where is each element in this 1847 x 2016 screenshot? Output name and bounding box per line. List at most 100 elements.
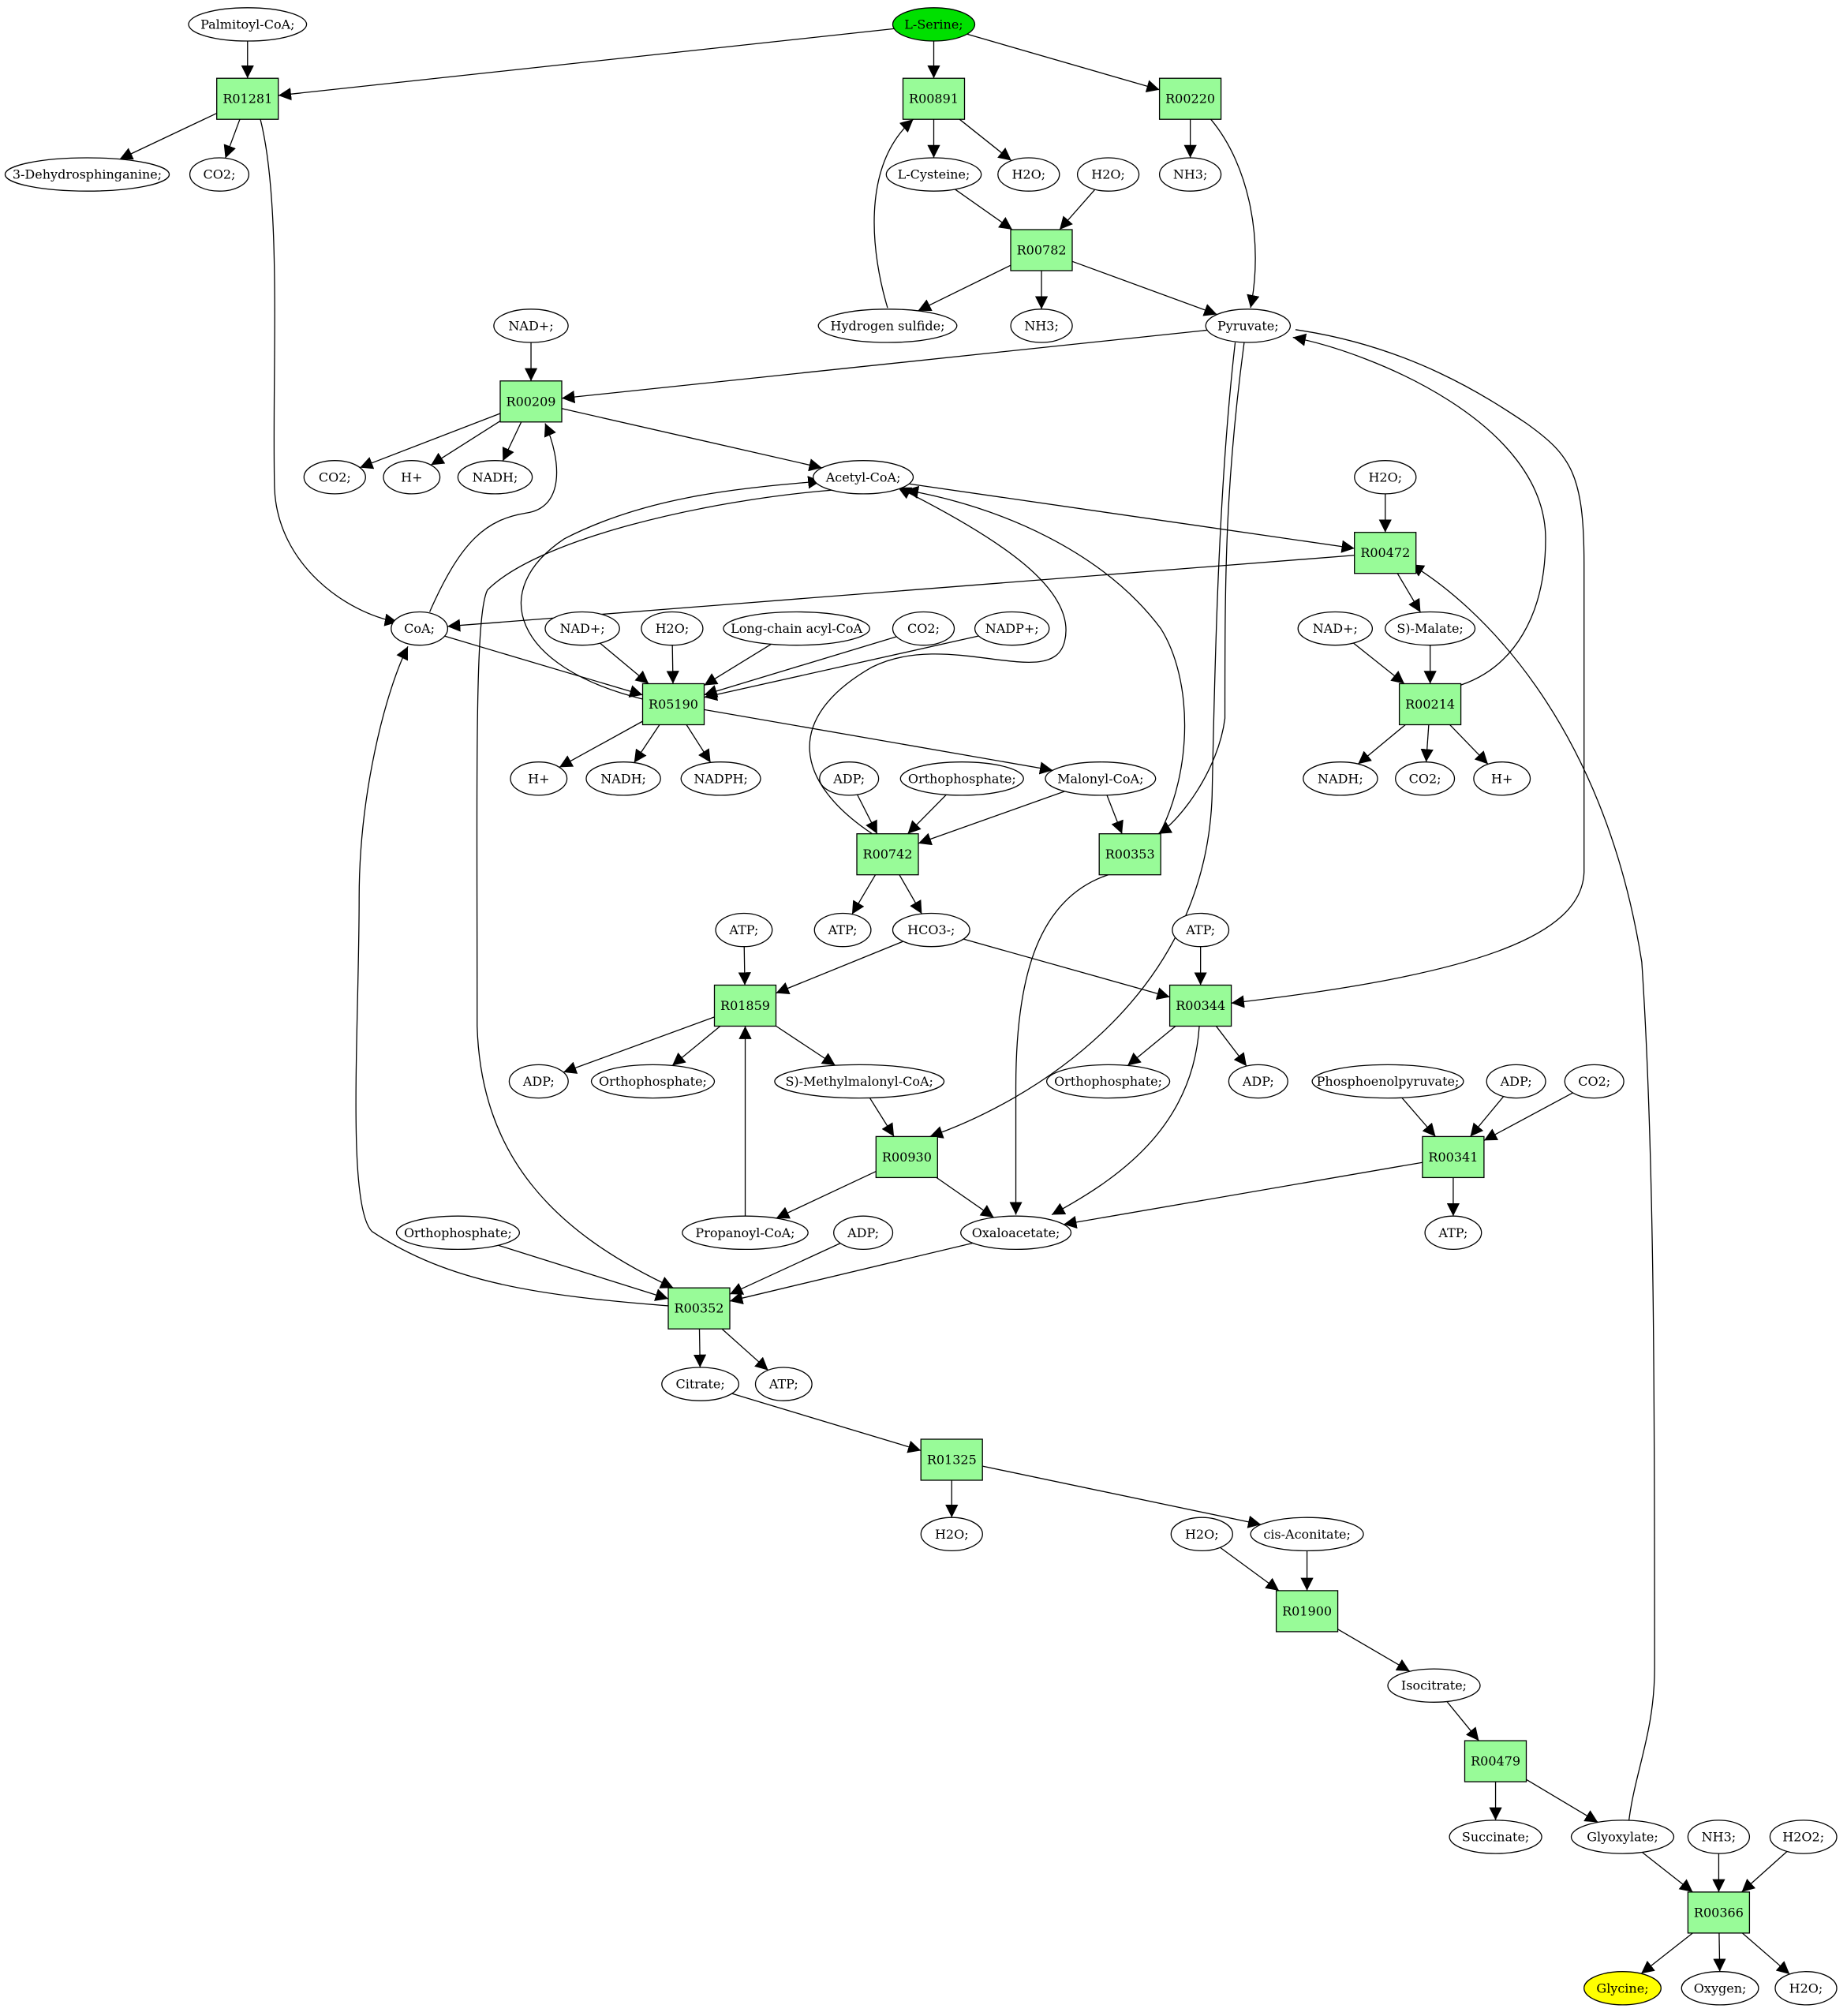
reaction-node-r00344[interactable]: R00344 xyxy=(1168,984,1232,1027)
compound-node-nadh-a[interactable]: NADH; xyxy=(457,460,533,495)
edge-c_acetyl-to-R00472 xyxy=(909,484,1354,553)
compound-node-nh3-b[interactable]: NH3; xyxy=(1010,309,1073,343)
compound-node-co2-e[interactable]: CO2; xyxy=(1564,1064,1625,1099)
compound-node-h2o-f[interactable]: H2O; xyxy=(1170,1517,1233,1552)
compound-node-methylmal[interactable]: S)-Methylmalonyl-CoA; xyxy=(774,1064,945,1099)
compound-node-nad-c[interactable]: NAD+; xyxy=(1297,611,1374,646)
compound-node-ortho-a[interactable]: Orthophosphate; xyxy=(899,761,1024,796)
compound-node-hco3[interactable]: HCO3-; xyxy=(892,912,970,948)
compound-node-oxygen[interactable]: Oxygen; xyxy=(1681,1971,1759,2006)
reaction-node-r00214[interactable]: R00214 xyxy=(1398,683,1462,726)
compound-ellipse xyxy=(885,157,982,192)
reaction-node-r01325[interactable]: R01325 xyxy=(920,1438,983,1481)
compound-node-h2o-g[interactable]: H2O; xyxy=(1774,1971,1838,2006)
reaction-box xyxy=(1687,1891,1751,1934)
reaction-node-r01859[interactable]: R01859 xyxy=(713,984,777,1027)
compound-node-h2o-a[interactable]: H2O; xyxy=(997,157,1060,192)
compound-node-citrate[interactable]: Citrate; xyxy=(661,1367,740,1401)
compound-node-nadph[interactable]: NADPH; xyxy=(680,761,761,796)
compound-node-nadh-c[interactable]: NADH; xyxy=(1303,761,1378,796)
reaction-node-r01281[interactable]: R01281 xyxy=(216,77,279,120)
compound-node-malonyl[interactable]: Malonyl-CoA; xyxy=(1045,761,1157,796)
compound-node-pep[interactable]: Phosphoenolpyruvate; xyxy=(1311,1064,1464,1099)
compound-node-h2s[interactable]: Hydrogen sulfide; xyxy=(817,309,958,343)
start-compound-node-serine[interactable]: L-Serine; xyxy=(892,7,976,42)
compound-node-hplus-b[interactable]: H+ xyxy=(510,761,568,796)
reaction-node-r00341[interactable]: R00341 xyxy=(1422,1135,1485,1179)
compound-node-co2-b[interactable]: CO2; xyxy=(303,460,366,495)
compound-node-malate[interactable]: S)-Malate; xyxy=(1385,611,1476,646)
compound-node-propanoyl[interactable]: Propanoyl-CoA; xyxy=(682,1215,809,1251)
compound-node-palm[interactable]: Palmitoyl-CoA; xyxy=(188,7,308,42)
compound-node-isocitrate[interactable]: Isocitrate; xyxy=(1387,1668,1481,1703)
compound-node-glyoxylate[interactable]: Glyoxylate; xyxy=(1570,1820,1675,1854)
compound-ellipse xyxy=(1205,309,1292,343)
compound-label: CO2; xyxy=(1409,771,1441,786)
compound-node-ortho-b[interactable]: Orthophosphate; xyxy=(590,1064,716,1099)
compound-node-h2o-b[interactable]: H2O; xyxy=(1076,157,1140,192)
reaction-node-r00352[interactable]: R00352 xyxy=(667,1287,731,1330)
compound-node-h2o-e[interactable]: H2O; xyxy=(920,1517,983,1552)
compound-label: H2O; xyxy=(1789,1980,1823,1995)
edge-R01281-to-c_dehydro xyxy=(120,114,217,159)
compound-node-oxaloacetate[interactable]: Oxaloacetate; xyxy=(960,1215,1072,1251)
compound-node-hplus-c[interactable]: H+ xyxy=(1473,761,1531,796)
reaction-node-r00220[interactable]: R00220 xyxy=(1158,77,1222,120)
compound-node-dehydro[interactable]: 3-Dehydrosphinganine; xyxy=(4,157,170,192)
edge-R00742-to-c_acetyl xyxy=(809,488,1066,834)
compound-node-atp-d[interactable]: ATP; xyxy=(1424,1215,1482,1251)
compound-node-atp-b[interactable]: ATP; xyxy=(715,912,773,948)
reaction-node-r01900[interactable]: R01900 xyxy=(1275,1590,1339,1633)
compound-node-succinate[interactable]: Succinate; xyxy=(1449,1820,1542,1854)
reaction-node-r00472[interactable]: R00472 xyxy=(1354,532,1417,574)
compound-node-nadp[interactable]: NADP+; xyxy=(974,611,1050,646)
reaction-node-r00366[interactable]: R00366 xyxy=(1687,1891,1751,1934)
edge-R00214-to-c_pyruvate xyxy=(1293,333,1546,686)
reaction-node-r00353[interactable]: R00353 xyxy=(1098,833,1161,876)
edge-c_pep-to-R00341 xyxy=(1402,1098,1436,1136)
compound-node-cisaco[interactable]: cis-Aconitate; xyxy=(1250,1517,1364,1552)
reaction-node-r05190[interactable]: R05190 xyxy=(641,683,705,726)
reaction-node-r00742[interactable]: R00742 xyxy=(856,833,919,876)
compound-node-cysteine[interactable]: L-Cysteine; xyxy=(885,157,982,192)
compound-node-adp-b[interactable]: ADP; xyxy=(508,1064,569,1099)
compound-node-h2o2[interactable]: H2O2; xyxy=(1769,1820,1838,1854)
compound-node-h2o-d[interactable]: H2O; xyxy=(641,611,704,646)
reaction-label: R00782 xyxy=(1017,243,1067,258)
reaction-node-r00930[interactable]: R00930 xyxy=(875,1135,938,1179)
compound-node-nh3-c[interactable]: NH3; xyxy=(1687,1820,1751,1854)
compound-node-adp-d[interactable]: ADP; xyxy=(1486,1064,1546,1099)
compound-node-nad-a[interactable]: NAD+; xyxy=(493,309,569,343)
compound-node-nad-b[interactable]: NAD+; xyxy=(544,611,620,646)
compound-node-adp-c[interactable]: ADP; xyxy=(1228,1064,1288,1099)
compound-node-nh3-a[interactable]: NH3; xyxy=(1158,157,1222,192)
reaction-node-r00891[interactable]: R00891 xyxy=(902,77,966,120)
target-compound-node-glycine[interactable]: Glycine; xyxy=(1583,1971,1662,2006)
compound-ellipse xyxy=(813,460,914,495)
compound-node-acetyl[interactable]: Acetyl-CoA; xyxy=(813,460,914,495)
compound-node-co2-d[interactable]: CO2; xyxy=(1395,761,1456,796)
compound-node-adp-a[interactable]: ADP; xyxy=(819,761,880,796)
reaction-node-r00782[interactable]: R00782 xyxy=(1010,229,1073,271)
compound-node-ortho-d[interactable]: Orthophosphate; xyxy=(395,1215,521,1251)
compound-node-ortho-c[interactable]: Orthophosphate; xyxy=(1045,1064,1171,1099)
compound-node-atp-c[interactable]: ATP; xyxy=(1172,912,1230,948)
compound-ellipse xyxy=(754,1367,813,1401)
reaction-node-r00479[interactable]: R00479 xyxy=(1464,1740,1527,1782)
compound-node-atp-a[interactable]: ATP; xyxy=(813,912,872,948)
reaction-node-r00209[interactable]: R00209 xyxy=(499,380,563,423)
compound-node-co2-c[interactable]: CO2; xyxy=(892,611,955,646)
compound-node-atp-e[interactable]: ATP; xyxy=(754,1367,813,1401)
reaction-label: R00344 xyxy=(1176,998,1225,1013)
compound-node-nadh-b[interactable]: NADH; xyxy=(585,761,661,796)
compound-node-hplus-a[interactable]: H+ xyxy=(383,460,441,495)
compound-node-lcacyl[interactable]: Long-chain acyl-CoA xyxy=(723,611,870,646)
compound-node-coa[interactable]: CoA; xyxy=(391,611,449,646)
compound-node-h2o-c[interactable]: H2O; xyxy=(1354,460,1417,495)
compound-ellipse xyxy=(1449,1820,1542,1854)
compound-node-co2-a[interactable]: CO2; xyxy=(189,157,250,192)
compound-node-adp-e[interactable]: ADP; xyxy=(833,1215,894,1251)
compound-node-pyruvate[interactable]: Pyruvate; xyxy=(1205,309,1292,343)
compound-ellipse xyxy=(1354,460,1417,495)
edge-c_citrate-to-R01325 xyxy=(732,1393,922,1453)
